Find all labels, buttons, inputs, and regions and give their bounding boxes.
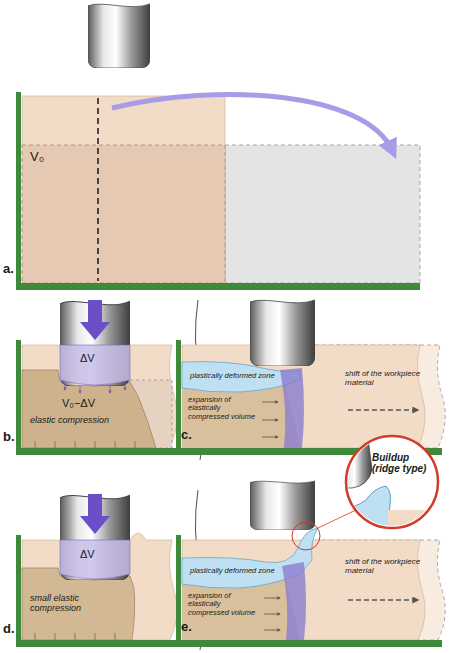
ground <box>16 283 420 290</box>
wall <box>16 340 21 455</box>
volume-label: V₀−ΔV <box>62 397 118 409</box>
region-label: small elastic compression <box>30 594 125 614</box>
callout-label: Buildup (ridge type) <box>372 452 436 474</box>
panel-letter: c. <box>181 428 201 442</box>
volume-v0 <box>22 145 225 283</box>
press-arrow <box>80 300 110 340</box>
region-label: plastically deformed zone <box>190 567 280 575</box>
ground <box>16 640 176 647</box>
tool <box>88 4 150 68</box>
wall <box>16 92 21 290</box>
panel-letter: d. <box>3 622 23 636</box>
detail-view <box>340 438 440 530</box>
delta-v-zone <box>60 345 130 385</box>
region-label: shift of the workpiece material <box>345 370 423 388</box>
expansion-band <box>282 562 306 640</box>
expansion-arrows <box>262 402 278 437</box>
force-arrows <box>65 383 125 393</box>
region-label: plastically deformed zone <box>190 372 280 380</box>
volume-label: ΔV <box>80 352 110 364</box>
press-arrow <box>80 494 110 534</box>
panel-letter: b. <box>3 430 23 444</box>
shift-arrow <box>112 94 392 150</box>
panel-letter: e. <box>181 620 201 634</box>
region-label: shift of the workpiece material <box>345 558 423 576</box>
wall <box>176 535 181 647</box>
panel-a <box>16 4 420 290</box>
tool <box>250 481 315 530</box>
expansion-band <box>280 368 304 448</box>
expansion-arrows <box>264 598 280 630</box>
region-label: expansion of elastically compressed volu… <box>188 592 262 617</box>
ground-arrows <box>35 441 135 448</box>
shift-arrow <box>348 409 418 410</box>
workpiece <box>22 96 225 283</box>
dashed-line <box>97 98 99 281</box>
workpiece <box>22 533 177 640</box>
tool <box>250 300 315 366</box>
detail-marker <box>292 522 320 550</box>
ground <box>176 640 442 647</box>
wall <box>176 340 181 455</box>
wall <box>16 535 21 647</box>
detail-leader <box>318 510 356 528</box>
panel-b <box>16 300 204 460</box>
panel-d <box>16 490 204 650</box>
delta-v-zone <box>60 540 130 579</box>
region-label: elastic compression <box>30 416 130 426</box>
volume-label: V₀ <box>30 150 60 164</box>
ground <box>16 448 176 455</box>
shifted-volume <box>225 145 420 283</box>
panel-e <box>176 436 445 647</box>
shift-arrow <box>348 599 418 600</box>
region-label: expansion of elastically compressed volu… <box>188 396 262 421</box>
volume-label: ΔV <box>80 548 110 560</box>
ground-arrows <box>35 633 115 640</box>
panel-c <box>176 300 445 455</box>
workpiece <box>22 345 177 448</box>
panel-letter: a. <box>3 262 23 276</box>
